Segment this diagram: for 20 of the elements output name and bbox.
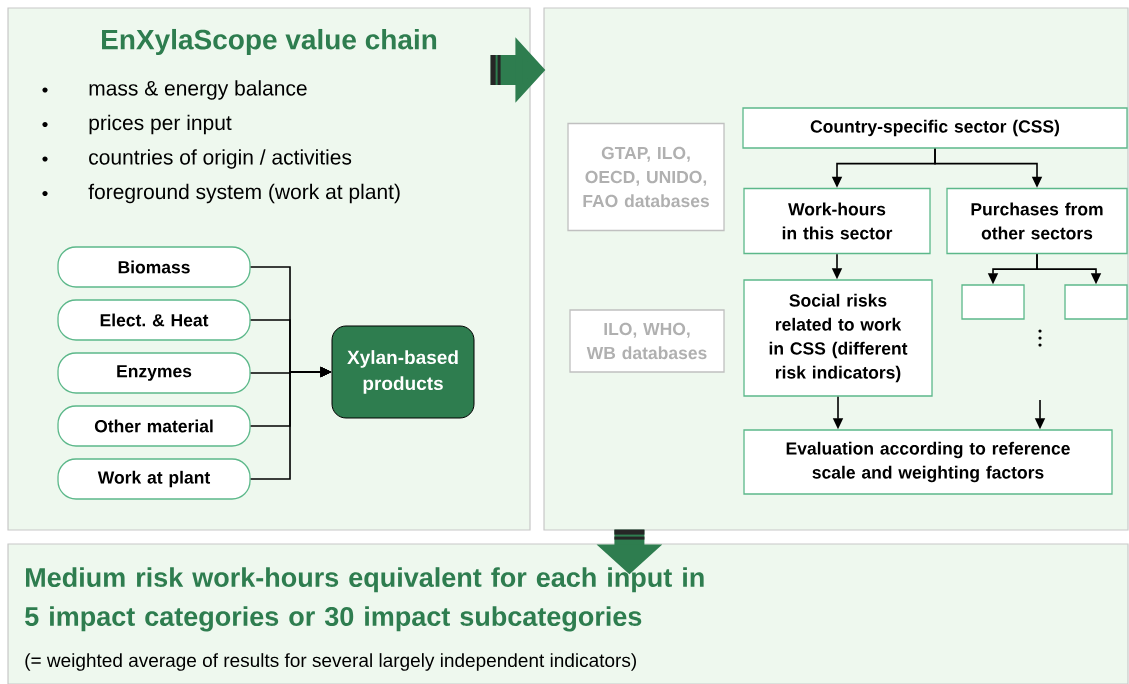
bullet-item: mass & energy balance: [42, 80, 307, 100]
process-box: Evaluation according to reference scale and weighting factors: [743, 429, 1113, 495]
input-box: Work at plant: [57, 458, 251, 500]
input-box: Biomass: [57, 246, 251, 288]
bullet-item: prices per input: [42, 114, 232, 135]
input-box: Enzymes: [57, 352, 251, 394]
source-box: ILO, WHO, WB databases: [569, 309, 725, 373]
bullet-item: countries of origin / activities: [42, 149, 352, 169]
input-box: Elect. & Heat: [57, 299, 251, 341]
process-box: Purchases from other sectors: [946, 187, 1128, 255]
source-box: GTAP, ILO, OECD, UNIDO, FAO databases: [567, 122, 725, 232]
process-box: Work-hours in this sector: [743, 187, 931, 255]
product-box: Xylan-based products: [331, 325, 475, 419]
process-box: Social risks related to work in CSS (different risk indicators): [743, 279, 933, 397]
process-box: Country-specific sector (CSS): [742, 107, 1128, 149]
input-box: Other material: [57, 405, 251, 447]
empty-box: [961, 284, 1025, 320]
bullet-item: foreground system (work at plant): [42, 183, 400, 204]
empty-box: [1064, 284, 1128, 320]
panel: Medium risk work-hours equivalent for each input in 5 impact categories or 30 impact subcategories (= weighted average of results for several largely independent indicators): [7, 543, 1129, 684]
